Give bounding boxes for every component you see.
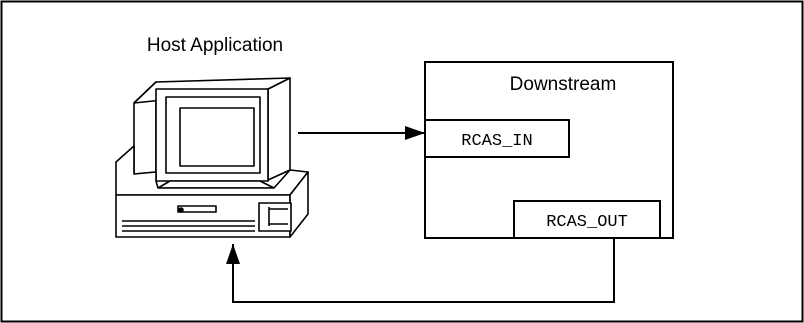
downstream-title: Downstream xyxy=(510,74,617,95)
rcas-in-label: RCAS_IN xyxy=(461,132,532,151)
host-application-label: Host Application xyxy=(147,35,283,56)
rcas-in-box xyxy=(424,119,570,158)
rcas-out-to-host-arrow xyxy=(226,238,615,303)
desktop-computer-icon xyxy=(115,77,309,238)
rcas-out-box xyxy=(513,200,661,239)
rcas-out-label: RCAS_OUT xyxy=(546,213,628,232)
